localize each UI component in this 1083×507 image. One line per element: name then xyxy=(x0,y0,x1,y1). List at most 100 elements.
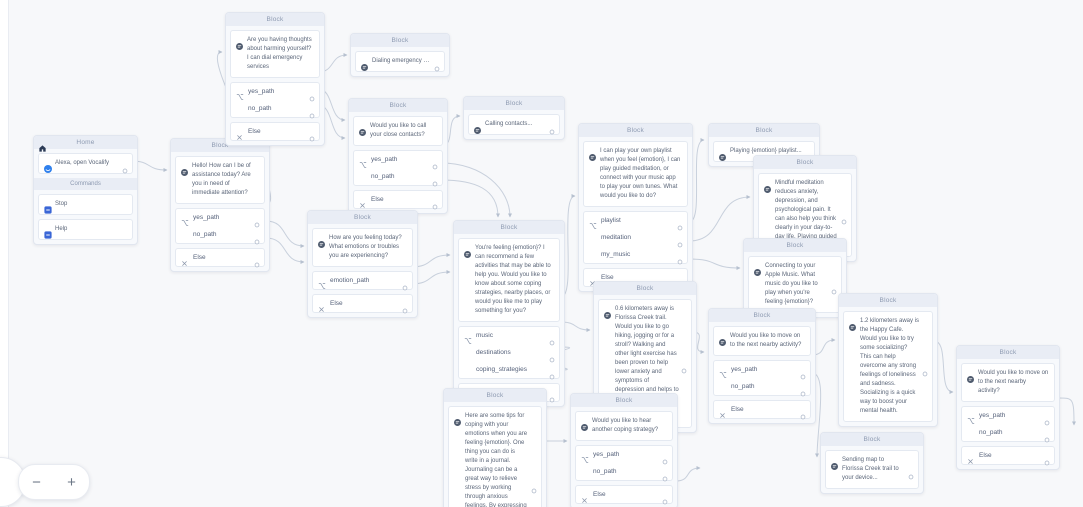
node-header[interactable]: Block xyxy=(579,124,692,137)
connection-port[interactable] xyxy=(432,197,438,209)
connection-port[interactable] xyxy=(432,174,438,186)
path-row-yes_path[interactable]: yes_path xyxy=(231,83,319,101)
command-card[interactable]: Help xyxy=(38,219,133,240)
path-row-no_path[interactable]: no_path xyxy=(576,463,672,481)
message-card[interactable]: 1.2 kilometers away is the Happy Cafe. W… xyxy=(843,311,933,422)
path-row-else[interactable]: Else xyxy=(176,249,264,267)
connection-port[interactable] xyxy=(677,235,683,247)
message-card[interactable]: Would you like to call your close contac… xyxy=(353,116,443,146)
connection-port[interactable] xyxy=(831,282,837,294)
connection-port[interactable] xyxy=(681,361,687,373)
connection-port[interactable] xyxy=(677,275,683,287)
connection-port[interactable] xyxy=(549,367,555,379)
connection-port[interactable] xyxy=(309,106,315,118)
path-row-else[interactable]: Else xyxy=(576,486,672,504)
connection-port[interactable] xyxy=(549,333,555,345)
intent-card[interactable]: Alexa, open Vocalify xyxy=(38,153,133,174)
connection-port[interactable] xyxy=(1044,430,1050,442)
connection-port[interactable] xyxy=(549,390,555,402)
node-header[interactable]: Block xyxy=(454,221,564,234)
connection-port[interactable] xyxy=(549,350,555,362)
node-header[interactable]: Block xyxy=(351,34,449,47)
message-card[interactable]: How are you feeling today? What emotions… xyxy=(312,228,413,267)
connection-port[interactable] xyxy=(841,212,847,225)
node-header[interactable]: Block xyxy=(709,309,815,322)
node-header[interactable]: Block xyxy=(839,294,937,307)
connection-port[interactable] xyxy=(677,218,683,230)
path-row-else[interactable]: Else xyxy=(962,447,1054,465)
node-header[interactable]: Block xyxy=(349,99,447,112)
connection-port[interactable] xyxy=(309,89,315,101)
message-card[interactable]: I can play your own playlist when you fe… xyxy=(583,141,688,207)
message-card[interactable]: Calling contacts... xyxy=(468,114,560,135)
path-row-no_path[interactable]: no_path xyxy=(714,378,810,396)
node-header[interactable]: Block xyxy=(594,282,696,295)
connection-port[interactable] xyxy=(1044,413,1050,425)
message-card[interactable]: You're feeling {emotion}? I can recommen… xyxy=(458,238,560,322)
path-row-else[interactable]: Else xyxy=(714,401,810,419)
path-row-yes_path[interactable]: yes_path xyxy=(176,209,264,227)
zoom-out-button[interactable]: − xyxy=(25,470,49,494)
message-card[interactable]: Would you like to move on to the next ne… xyxy=(713,326,811,356)
message-card[interactable]: Would you like to move on to the next ne… xyxy=(961,363,1055,402)
path-row-yes_path[interactable]: yes_path xyxy=(576,446,672,464)
path-row-else[interactable]: Else xyxy=(354,191,442,209)
path-row-playlist[interactable]: playlist xyxy=(584,212,687,230)
node-header[interactable]: Block xyxy=(957,346,1059,359)
connection-port[interactable] xyxy=(402,301,408,313)
connection-port[interactable] xyxy=(122,161,128,173)
path-row-yes_path[interactable]: yes_path xyxy=(714,361,810,379)
connection-port[interactable] xyxy=(800,367,806,379)
path-row-no_path[interactable]: no_path xyxy=(354,168,442,186)
message-card[interactable]: Here are some tips for coping with your … xyxy=(448,406,542,507)
path-row-yes_path[interactable]: yes_path xyxy=(354,151,442,169)
path-row-yes_path[interactable]: yes_path xyxy=(962,407,1054,425)
path-row-coping_strategies[interactable]: coping_strategies xyxy=(459,361,559,379)
message-card[interactable]: Hello! How can I be of assistance today?… xyxy=(175,156,265,204)
command-card[interactable]: Stop xyxy=(38,194,133,215)
message-card[interactable]: Are you having thoughts about harming yo… xyxy=(230,30,320,78)
connection-port[interactable] xyxy=(432,157,438,169)
node-header[interactable]: Block xyxy=(444,389,546,402)
zoom-in-button[interactable]: + xyxy=(60,470,84,494)
path-row-meditation[interactable]: meditation xyxy=(584,229,687,247)
connection-port[interactable] xyxy=(662,492,668,504)
connection-port[interactable] xyxy=(309,129,315,141)
message-card[interactable]: Dialing emergency services... xyxy=(355,51,445,72)
connection-port[interactable] xyxy=(662,469,668,481)
node-header[interactable]: Block xyxy=(754,156,856,169)
node-header[interactable]: Block xyxy=(821,433,923,446)
connection-port[interactable] xyxy=(254,255,260,267)
connection-port[interactable] xyxy=(800,407,806,419)
node-header[interactable]: Block xyxy=(226,13,324,26)
path-row-my_music[interactable]: my_music xyxy=(584,246,687,264)
message-card[interactable]: Sending map to Florissa Creek trail to y… xyxy=(825,450,919,489)
path-row-emotion_path[interactable]: emotion_path xyxy=(313,272,412,290)
connection-port[interactable] xyxy=(254,232,260,244)
connection-port[interactable] xyxy=(531,481,537,494)
message-card[interactable]: Would you like to hear another coping st… xyxy=(575,411,673,441)
connection-port[interactable] xyxy=(804,149,810,161)
node-header[interactable]: Block xyxy=(744,239,846,252)
connection-port[interactable] xyxy=(402,278,408,290)
path-row-destinations[interactable]: destinations xyxy=(459,344,559,362)
connection-port[interactable] xyxy=(662,452,668,464)
node-header[interactable]: Block xyxy=(571,394,677,407)
node-header[interactable]: Block xyxy=(464,97,564,110)
node-cafe[interactable]: Block 1.2 kilometers away is the Happy Ca… xyxy=(838,293,938,427)
connection-port[interactable] xyxy=(254,215,260,227)
connection-port[interactable] xyxy=(677,252,683,264)
